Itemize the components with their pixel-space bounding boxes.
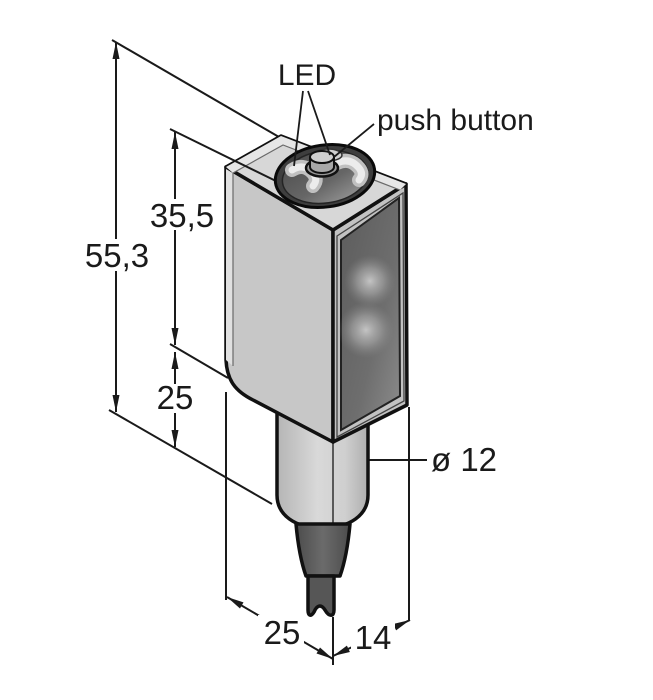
arrowhead xyxy=(393,620,410,631)
arrowhead xyxy=(171,352,179,369)
led-leader-left xyxy=(293,90,304,167)
dim-base-depth-label: 14 xyxy=(355,619,392,656)
arrowhead xyxy=(112,395,120,412)
dim-base-width-label: 25 xyxy=(264,614,301,651)
top-chamfer-band xyxy=(226,136,406,190)
push-button-assembly xyxy=(304,148,343,178)
dim-lower-height-label: 25 xyxy=(157,379,194,416)
cable-gland xyxy=(294,522,352,578)
push-button-label: push button xyxy=(377,104,534,137)
body-left-face xyxy=(224,165,335,444)
dim-overall-height-label: 55,3 xyxy=(85,237,149,274)
arrowhead xyxy=(171,132,179,149)
mask xyxy=(84,239,150,271)
cable xyxy=(306,574,336,617)
mask xyxy=(258,615,304,647)
dim-overall-height-ext-bottom xyxy=(108,409,273,505)
led-leader-right xyxy=(307,90,331,156)
mask xyxy=(351,621,395,652)
led-window-right-highlight xyxy=(333,157,365,184)
labels: LED push button 55,3 35,5 25 ø 12 25 14 xyxy=(85,59,534,656)
push-button xyxy=(309,150,335,164)
arrowhead xyxy=(171,328,179,345)
window-frame-inner-line xyxy=(336,191,405,439)
text-masks xyxy=(84,199,395,652)
arrowhead xyxy=(316,647,333,659)
sensor-body xyxy=(224,134,409,617)
arrowhead xyxy=(227,597,244,609)
arrowhead xyxy=(333,645,350,656)
arrowhead xyxy=(112,42,120,59)
arrowhead xyxy=(171,430,179,447)
lens-glow-upper xyxy=(344,255,396,307)
mask xyxy=(142,199,222,230)
dim-upper-height-ext-bottom xyxy=(169,343,229,379)
lens-glow-lower xyxy=(338,302,394,358)
dim-overall-height-ext-top xyxy=(111,39,280,138)
led-label: LED xyxy=(278,59,336,92)
dim-upper-height-ext-top xyxy=(169,128,279,183)
dim-diameter-label: ø 12 xyxy=(431,441,497,478)
dim-upper-height-label: 35,5 xyxy=(150,197,214,234)
callout-leaders xyxy=(293,90,375,167)
left-edge-chamfer xyxy=(226,167,233,366)
push-button-leader xyxy=(333,123,375,158)
mask xyxy=(154,384,196,413)
